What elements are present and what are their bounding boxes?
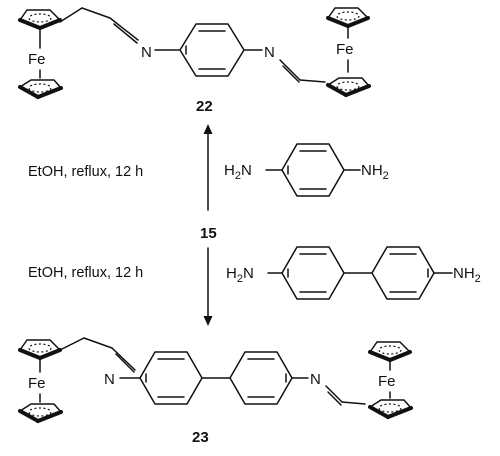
condition-bottom: EtOH, reflux, 12 h	[28, 265, 143, 281]
compound-number-23: 23	[192, 429, 209, 446]
compound-number-22: 22	[196, 98, 213, 115]
svg-text:NH2: NH2	[361, 162, 389, 182]
svg-text:NH2: NH2	[453, 265, 481, 285]
imine-n-left-23: N	[104, 371, 115, 388]
ferrocene-right-23: Fe	[368, 340, 413, 419]
reaction-arrow-up	[203, 124, 213, 211]
ferrocene-left-23: Fe	[18, 338, 63, 423]
imine-n-right: N	[264, 44, 275, 61]
reagent-phenylenediamine: H2N NH2	[224, 143, 389, 197]
reagent-benzidine: H2N NH2	[226, 246, 481, 300]
imine-n-right-23: N	[310, 371, 321, 388]
phenylene-ring-22	[179, 23, 245, 77]
fe-label: Fe	[28, 51, 46, 68]
condition-top: EtOH, reflux, 12 h	[28, 164, 143, 180]
ferrocene-left-22: Fe	[18, 8, 63, 99]
svg-text:H2N: H2N	[226, 265, 254, 285]
biphenyl-ring-left	[139, 351, 203, 405]
compound-23: Fe N N Fe	[18, 337, 413, 446]
ferrocene-right-22: Fe	[326, 6, 371, 97]
svg-text:H2N: H2N	[224, 162, 252, 182]
fe-label: Fe	[378, 373, 396, 390]
fe-label: Fe	[28, 375, 46, 392]
compound-number-15: 15	[200, 225, 217, 242]
imine-n-left: N	[141, 44, 152, 61]
compound-22: Fe N N Fe 22	[18, 6, 371, 115]
fe-label: Fe	[336, 41, 354, 58]
biphenyl-ring-right	[229, 351, 293, 405]
reaction-arrow-down	[203, 247, 213, 326]
